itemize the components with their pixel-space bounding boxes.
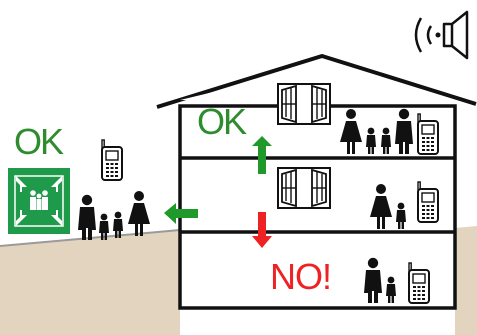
house-roof — [156, 54, 477, 109]
arrow-left-icon — [164, 203, 198, 224]
mobile-phone-icon — [417, 113, 439, 155]
window-icon — [277, 167, 331, 209]
arrow-down-icon — [252, 212, 272, 248]
window-icon — [277, 83, 331, 125]
person-icon — [78, 194, 96, 240]
speaker-icon — [414, 10, 469, 60]
assembly-point-sign-icon — [8, 168, 70, 234]
mobile-phone-icon — [101, 139, 123, 181]
mobile-phone-icon — [408, 262, 430, 304]
no-label-ground-floor: NO! — [270, 256, 332, 297]
arrow-up-icon — [252, 136, 272, 174]
ground-right — [455, 226, 477, 335]
person-icon — [128, 191, 150, 236]
ok-label-upper-floor: OK — [197, 101, 247, 142]
mobile-phone-icon — [417, 181, 439, 223]
person-icon — [113, 211, 123, 238]
ground-left — [0, 230, 180, 335]
ok-label-outside: OK — [14, 121, 64, 162]
